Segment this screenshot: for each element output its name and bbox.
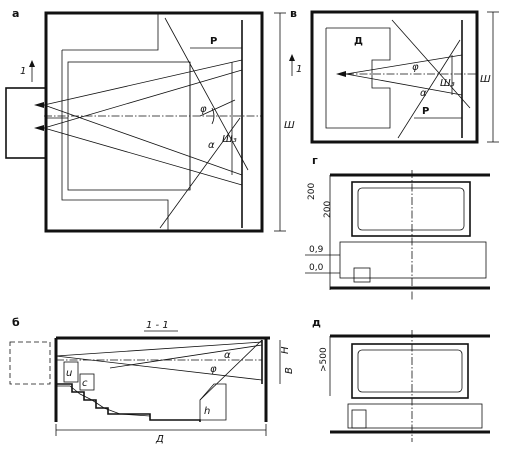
panel-a-inner-wall-top xyxy=(62,14,159,51)
panel-a-beam-2 xyxy=(43,104,243,176)
panel-a-projector-2 xyxy=(34,125,44,131)
panel-b-letter: б xyxy=(12,316,20,329)
panel-g-screen-frame xyxy=(351,181,471,237)
panel-b-section: б 1 - 1 u c h φ α В Н Д xyxy=(9,316,295,445)
panel-b-stage-block xyxy=(199,383,227,421)
panel-a-label-p: Р xyxy=(210,36,217,47)
panel-d-step xyxy=(351,409,367,429)
panel-g-dim-200a: 200 xyxy=(323,201,333,218)
panel-a-label-1: 1 xyxy=(20,66,26,77)
panel-d-screen-frame xyxy=(351,343,469,399)
panel-v-label-1: 1 xyxy=(296,64,302,75)
panel-g-elevation: г 200 200 0,9 0,0 xyxy=(305,154,490,300)
panel-d-letter: д xyxy=(312,316,321,329)
panel-v-projector xyxy=(336,71,346,77)
panel-g-stage xyxy=(339,241,487,279)
panel-g-screen xyxy=(357,187,465,231)
panel-d-elevation: д >500 xyxy=(312,316,490,442)
panel-d-screen xyxy=(357,349,463,393)
panel-b-label-h-top: Н xyxy=(280,346,291,354)
panel-g-letter: г xyxy=(312,154,318,167)
panel-b-section-label: 1 - 1 xyxy=(146,320,169,331)
panel-a-section-arrow xyxy=(29,60,35,67)
panel-g-step xyxy=(353,267,371,283)
panel-a-room-wall xyxy=(44,11,264,233)
panel-b-label-d: Д xyxy=(155,434,164,445)
panel-b-sightline-2 xyxy=(199,339,263,401)
panel-v-beam-1 xyxy=(345,54,463,75)
panel-a-beam-4 xyxy=(43,127,243,186)
panel-b-label-alpha: α xyxy=(224,350,231,361)
panel-d-dim-500: >500 xyxy=(319,347,329,372)
panel-v-label-phi: φ xyxy=(412,62,419,73)
panel-b-sightline-1 xyxy=(109,344,263,369)
panel-a-sightline-1 xyxy=(164,17,249,171)
panel-b-label-h: h xyxy=(204,406,210,417)
panel-b-box-u xyxy=(63,361,79,383)
panel-a-letter: а xyxy=(12,7,19,20)
panel-a-plan: а Р 1 Ш Ш xyxy=(5,7,295,233)
panel-b-label-b: В xyxy=(284,367,295,374)
panel-g-dim-09: 0,9 xyxy=(309,245,324,255)
panel-a-sightline-2 xyxy=(159,117,241,229)
panel-v-sightline-2 xyxy=(397,39,461,139)
panel-a-beam-3 xyxy=(43,69,243,129)
panel-a-angle-arc xyxy=(211,107,215,125)
panel-v-letter: в xyxy=(290,7,297,20)
panel-v-plan: в Д Р Ш₃ φ α 1 Ш xyxy=(289,7,499,144)
panel-a-projection-booth xyxy=(5,87,47,159)
panel-v-inner-wall xyxy=(325,27,391,129)
panel-a-beam-1 xyxy=(43,59,243,106)
panel-b-label-phi: φ xyxy=(210,364,217,375)
panel-a-seating-area xyxy=(67,61,191,191)
panel-a-label-phi: φ xyxy=(200,104,207,115)
panel-b-stair-edge xyxy=(56,385,151,417)
panel-b-booth xyxy=(9,341,51,385)
panel-a-sightline-3 xyxy=(199,99,236,117)
panel-a-inner-wall xyxy=(61,50,169,230)
panel-a-projector-1 xyxy=(34,102,44,108)
panel-v-sightline-1 xyxy=(391,19,471,109)
panel-v-label-d: Д xyxy=(354,36,363,47)
panel-v-label-sh3: Ш₃ xyxy=(440,78,455,89)
panel-v-label-sh: Ш xyxy=(480,74,491,85)
panel-g-dim-00: 0,0 xyxy=(309,263,324,273)
panel-a-label-alpha: α xyxy=(208,140,215,151)
panel-b-label-u: u xyxy=(66,368,72,379)
panel-v-label-p: Р xyxy=(422,106,429,117)
panel-v-section-arrow xyxy=(289,54,295,61)
panel-g-dim-200b: 200 xyxy=(307,183,317,200)
panel-a-label-sh3: Ш₃ xyxy=(222,134,237,145)
panel-a-label-sh: Ш xyxy=(284,120,295,131)
panel-v-label-alpha: α xyxy=(420,88,427,99)
panel-b-box-c xyxy=(79,373,95,391)
panel-b-seating-steps xyxy=(56,383,201,422)
panel-b-beam-1 xyxy=(55,341,263,357)
panel-b-label-c: c xyxy=(82,378,88,389)
panel-d-stage xyxy=(347,403,483,429)
panel-v-beam-2 xyxy=(345,73,463,96)
panel-v-room-wall xyxy=(310,10,479,144)
